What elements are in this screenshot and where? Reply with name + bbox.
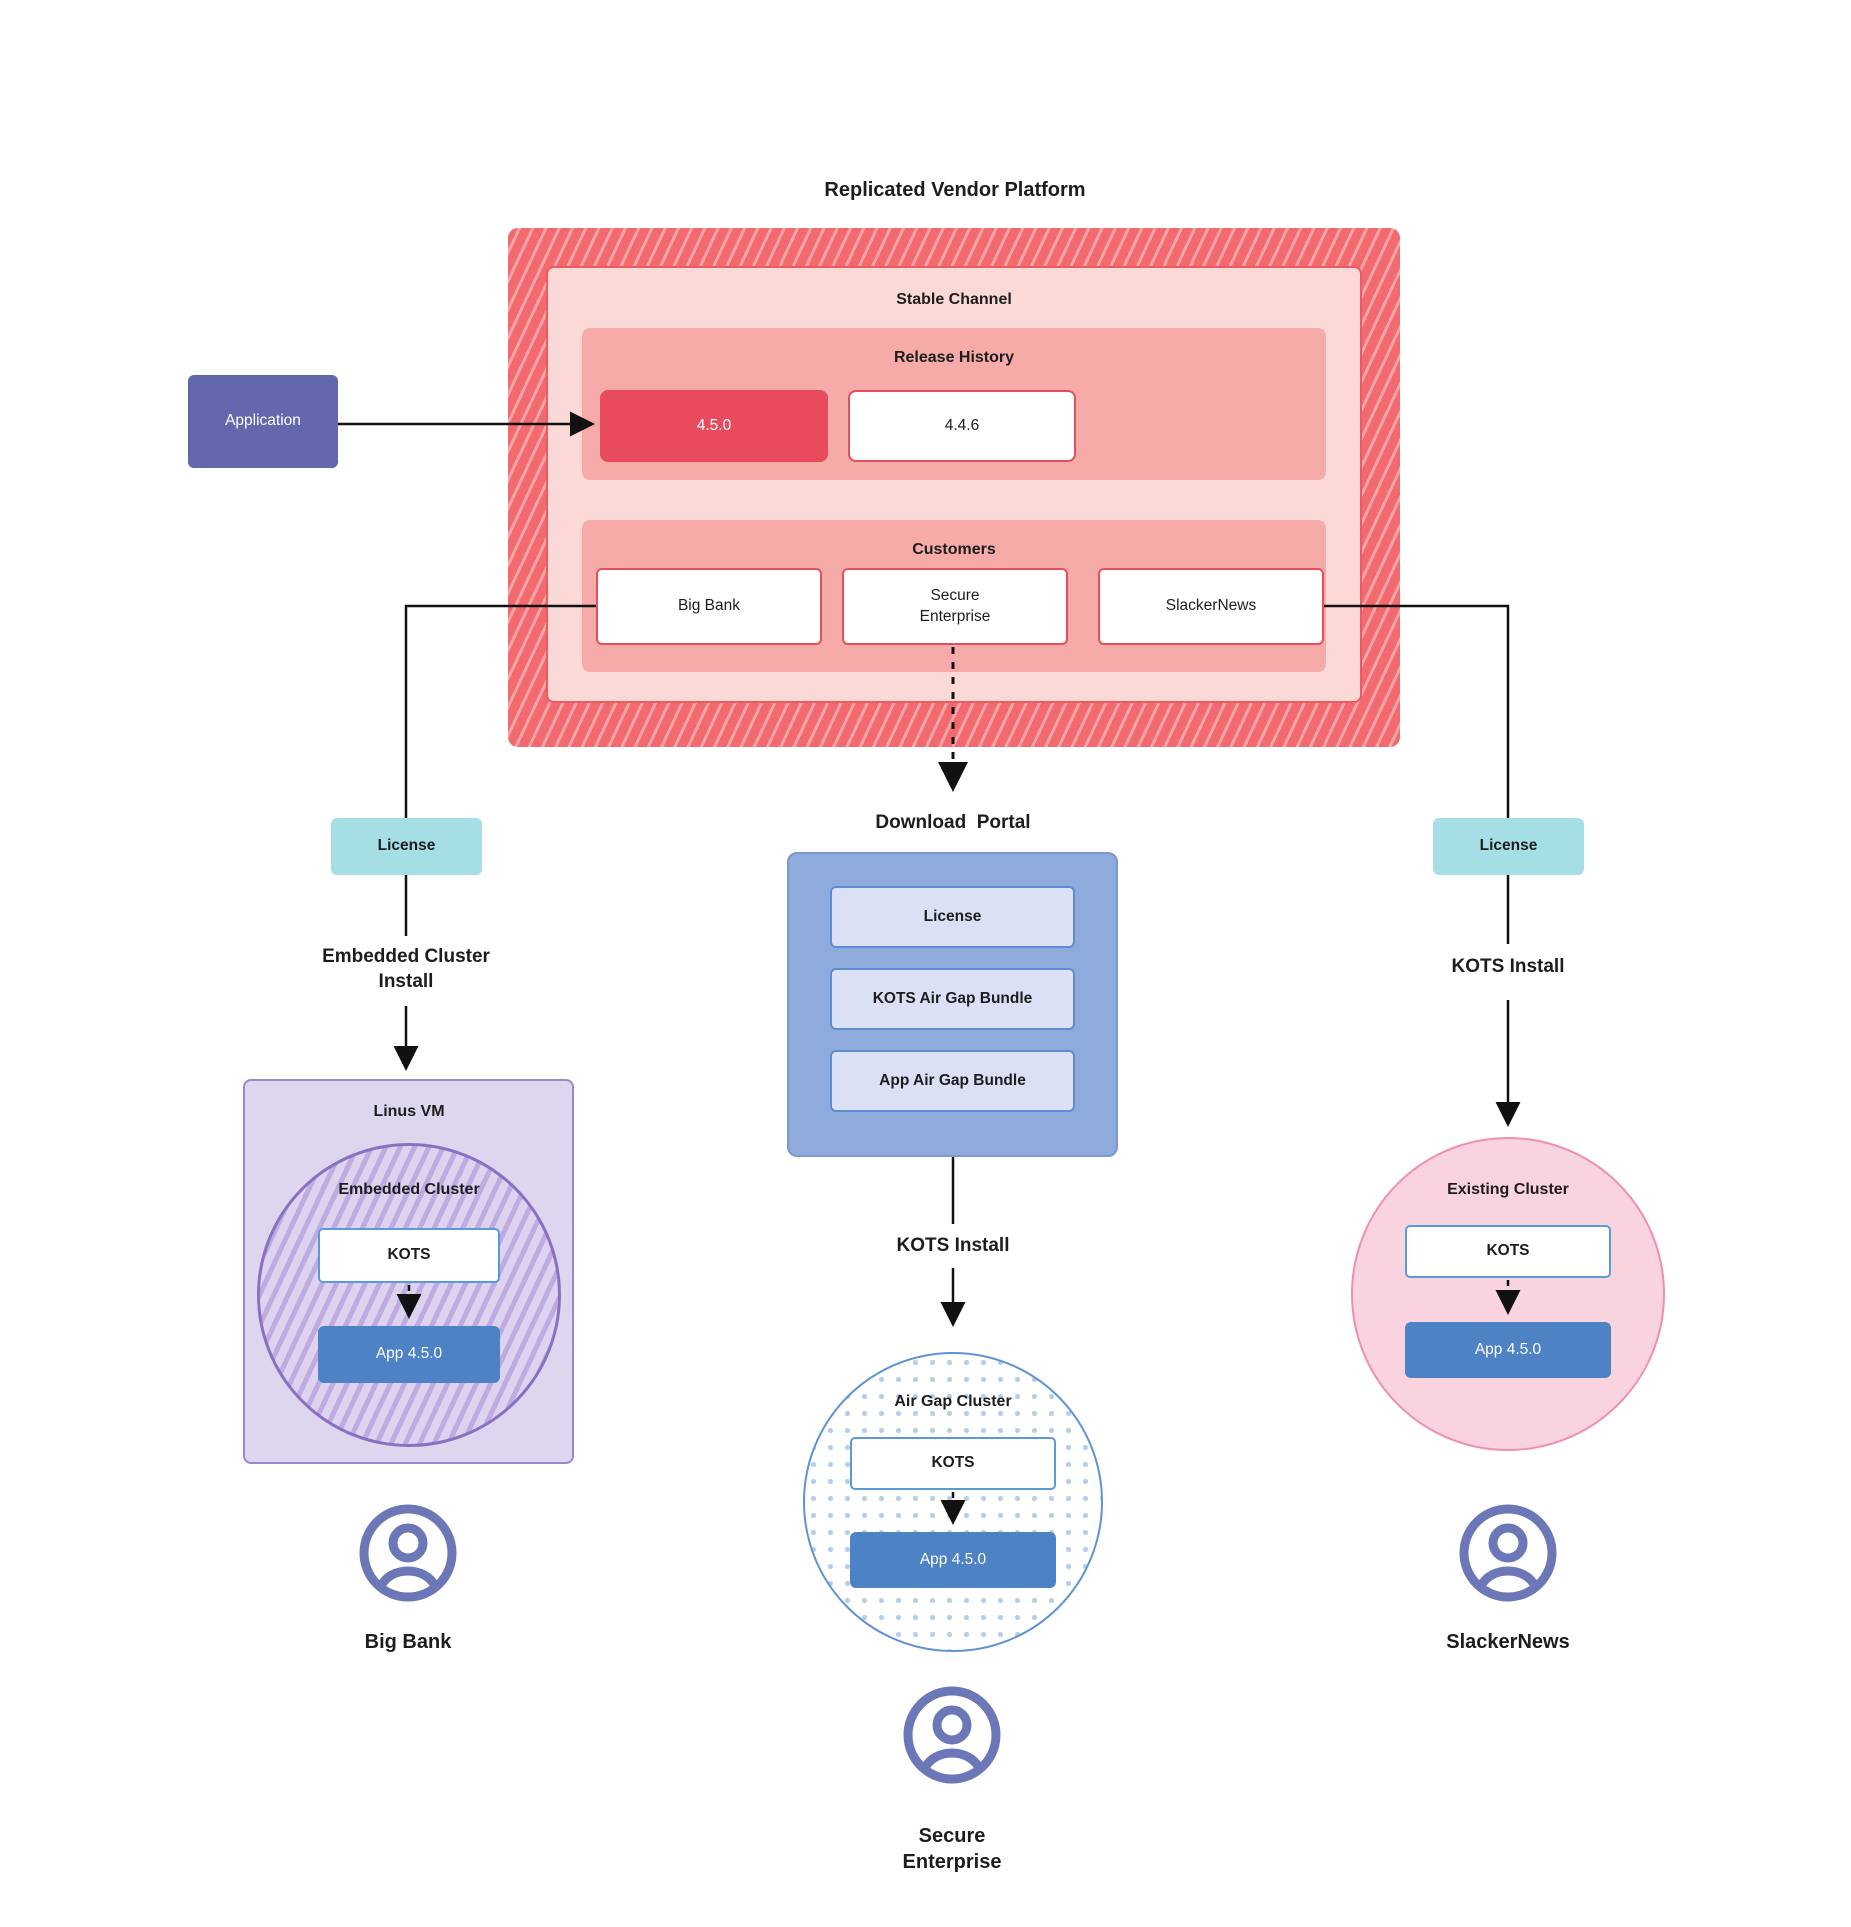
user-icon	[903, 1686, 1001, 1784]
app-box-middle: App 4.5.0	[850, 1532, 1056, 1588]
page-title: Replicated Vendor Platform	[824, 179, 1086, 201]
app-box-right: App 4.5.0	[1405, 1322, 1611, 1378]
linus-vm-label: Linus VM	[373, 1102, 445, 1120]
customer-slackernews: SlackerNews	[1098, 568, 1324, 645]
release-version-previous: 4.4.6	[848, 390, 1076, 462]
release-history-label: Release History	[893, 348, 1015, 366]
license-tag-right: License	[1433, 818, 1584, 875]
release-version-current: 4.5.0	[600, 390, 828, 462]
air-gap-cluster-label: Air Gap Cluster	[894, 1392, 1012, 1410]
kots-box-left: KOTS	[318, 1228, 500, 1283]
portal-item-kots-air-gap-bundle: KOTS Air Gap Bundle	[830, 968, 1075, 1030]
embedded-cluster-install-label: Embedded Cluster Install	[322, 946, 490, 992]
person-label-secure-enterprise: Secure Enterprise	[902, 1825, 1002, 1873]
customer-big-bank: Big Bank	[596, 568, 822, 645]
kots-box-right: KOTS	[1405, 1225, 1611, 1278]
user-icon	[1459, 1504, 1557, 1602]
customers-label: Customers	[912, 540, 996, 558]
person-label-slackernews: SlackerNews	[1446, 1631, 1570, 1653]
download-portal-label: Download Portal	[875, 811, 1031, 833]
kots-install-label-right: KOTS Install	[1451, 955, 1565, 977]
app-box-left: App 4.5.0	[318, 1326, 500, 1383]
license-tag-left: License	[331, 818, 482, 875]
kots-install-label-middle: KOTS Install	[896, 1234, 1010, 1256]
portal-item-app-air-gap-bundle: App Air Gap Bundle	[830, 1050, 1075, 1112]
existing-cluster-label: Existing Cluster	[1447, 1180, 1569, 1198]
portal-item-license: License	[830, 886, 1075, 948]
kots-box-middle: KOTS	[850, 1437, 1056, 1490]
user-icon	[359, 1504, 457, 1602]
embedded-cluster-circle	[257, 1143, 561, 1447]
application-box: Application	[188, 375, 338, 468]
embedded-cluster-label: Embedded Cluster	[338, 1180, 480, 1198]
customer-secure-enterprise: Secure Enterprise	[842, 568, 1068, 645]
person-label-big-bank: Big Bank	[364, 1631, 452, 1653]
stable-channel-label: Stable Channel	[896, 290, 1012, 308]
